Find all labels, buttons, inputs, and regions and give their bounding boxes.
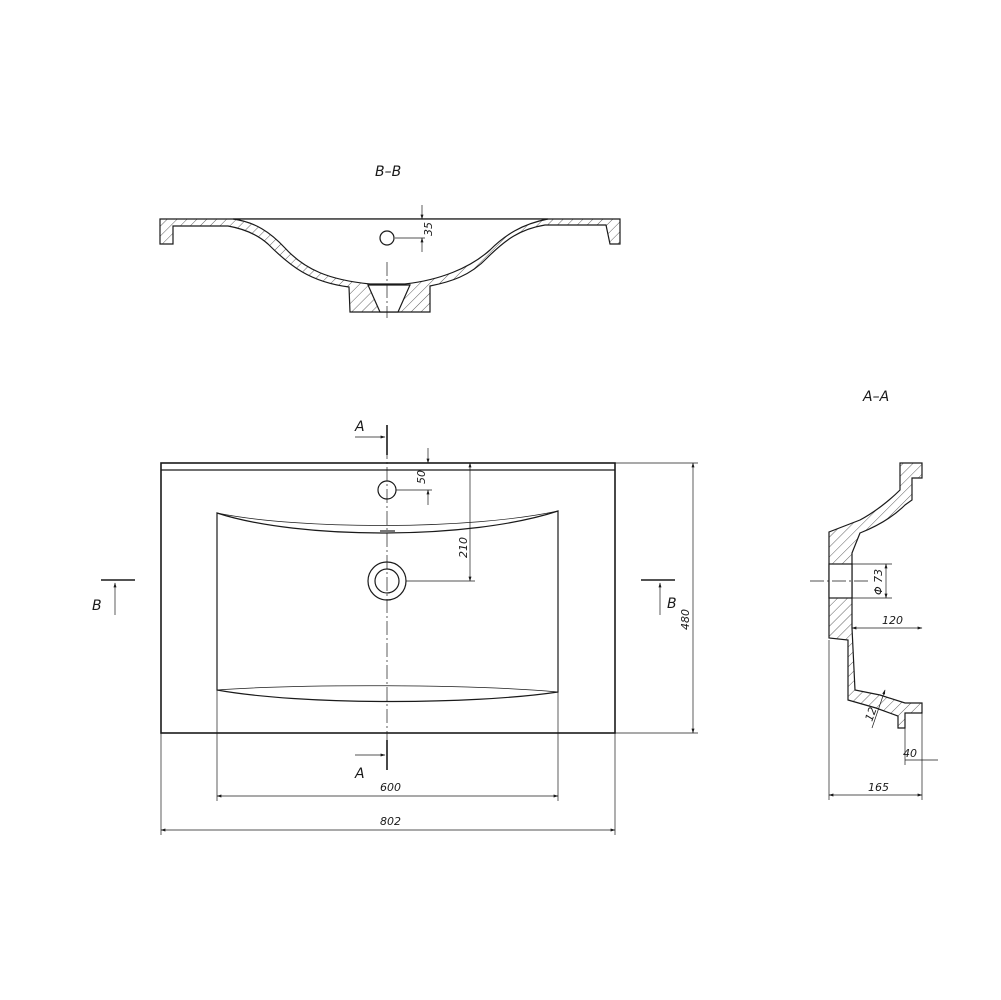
cut-a-bottom-label: A — [354, 766, 365, 782]
dim-210-label: 210 — [457, 537, 470, 558]
bowl-front-curve — [216, 685, 559, 693]
dim-802-label: 802 — [380, 815, 401, 828]
cut-b-left-label: B — [92, 598, 102, 614]
section-bb-bowl — [232, 218, 549, 285]
section-bb-overflow-hole — [379, 230, 395, 246]
section-bb-drain — [367, 284, 411, 313]
section-bb-title: B–B — [375, 164, 401, 180]
cut-a-top-label: A — [354, 419, 365, 435]
bowl-outline — [216, 510, 559, 703]
dim-120-label: 120 — [882, 614, 903, 627]
dim-35-label: 35 — [422, 222, 435, 236]
section-bb-view: B–B 35 — [159, 164, 621, 318]
section-aa-profile — [828, 462, 923, 729]
countertop-outline — [160, 462, 616, 734]
dim-73-label: Φ 73 — [872, 569, 885, 595]
dim-480-label: 480 — [679, 609, 692, 630]
dim-12-line — [871, 689, 886, 729]
section-aa-view: A–A Φ 73 120 12 40 165 — [810, 389, 938, 800]
dim-165-label: 165 — [868, 781, 889, 794]
dim-12-label: 12 — [863, 705, 880, 723]
dim-600-label: 600 — [380, 781, 401, 794]
dim-40-label: 40 — [903, 747, 917, 760]
dim-50-label: 50 — [415, 470, 428, 484]
section-aa-title: A–A — [862, 389, 889, 405]
bowl-back-curve — [216, 510, 559, 526]
cut-b-right-label: B — [667, 596, 677, 612]
plan-view: 50 210 480 600 802 A A B — [92, 419, 698, 835]
